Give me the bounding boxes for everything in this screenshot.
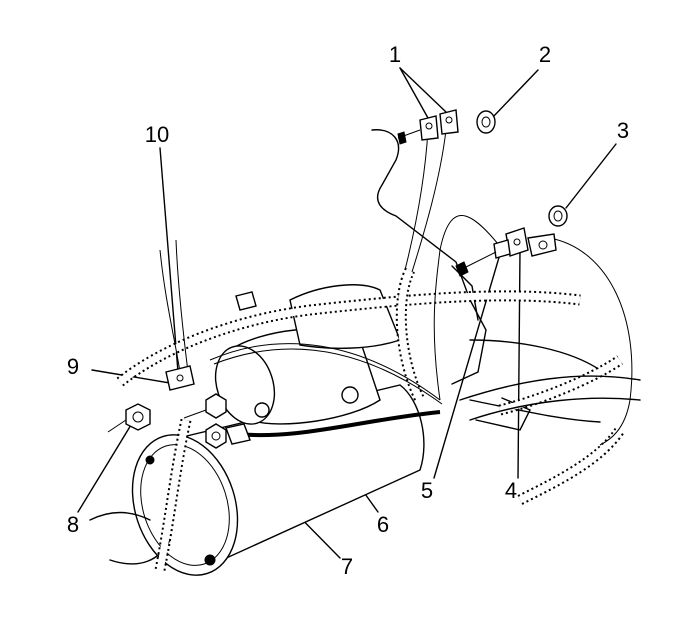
terminals [165, 109, 568, 391]
leader-lines [77, 67, 617, 559]
exhaust-pipe [459, 375, 641, 421]
callout-10: 10 [144, 122, 170, 147]
callout-9: 9 [66, 354, 80, 379]
battery-cable [225, 410, 441, 445]
callout-7: 7 [340, 554, 354, 579]
callout-1: 1 [388, 42, 402, 67]
callout-4: 4 [504, 478, 518, 503]
callout-3: 3 [616, 118, 630, 143]
callout-6: 6 [376, 512, 390, 537]
wires [159, 129, 633, 446]
callout-8: 8 [66, 512, 80, 537]
callout-2: 2 [538, 42, 552, 67]
engine-block [371, 129, 601, 431]
terminal-nuts [107, 393, 227, 449]
callout-5: 5 [420, 478, 434, 503]
